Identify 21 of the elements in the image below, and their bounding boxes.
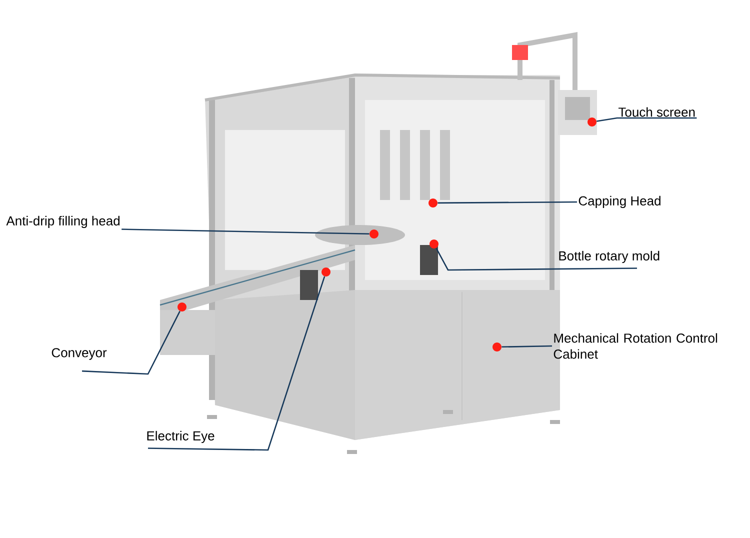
marker-dot <box>588 118 596 126</box>
callout-label: Touch screen <box>618 107 695 117</box>
marker-dot <box>178 302 186 312</box>
leader-line <box>596 117 697 122</box>
marker-dot <box>428 198 438 208</box>
leader-line <box>148 276 326 451</box>
leader-line <box>502 345 552 348</box>
callout-label: Mechanical Rotation Control Cabinet <box>554 333 718 359</box>
callout-label: Bottle rotary mold <box>559 250 660 264</box>
callout-label: Conveyor <box>52 348 107 360</box>
marker-dot <box>492 342 502 352</box>
callout-label: Capping Head <box>578 196 660 208</box>
leader-line <box>122 228 370 235</box>
leader-line <box>436 248 637 271</box>
callout-label: Anti-drip filling head <box>6 216 120 228</box>
leader-line <box>438 201 577 204</box>
leader-line <box>82 310 180 375</box>
marker-dot <box>370 229 378 238</box>
callout-label: Electric Eye <box>147 430 214 444</box>
marker-dot <box>322 268 330 276</box>
marker-dot <box>430 240 438 248</box>
